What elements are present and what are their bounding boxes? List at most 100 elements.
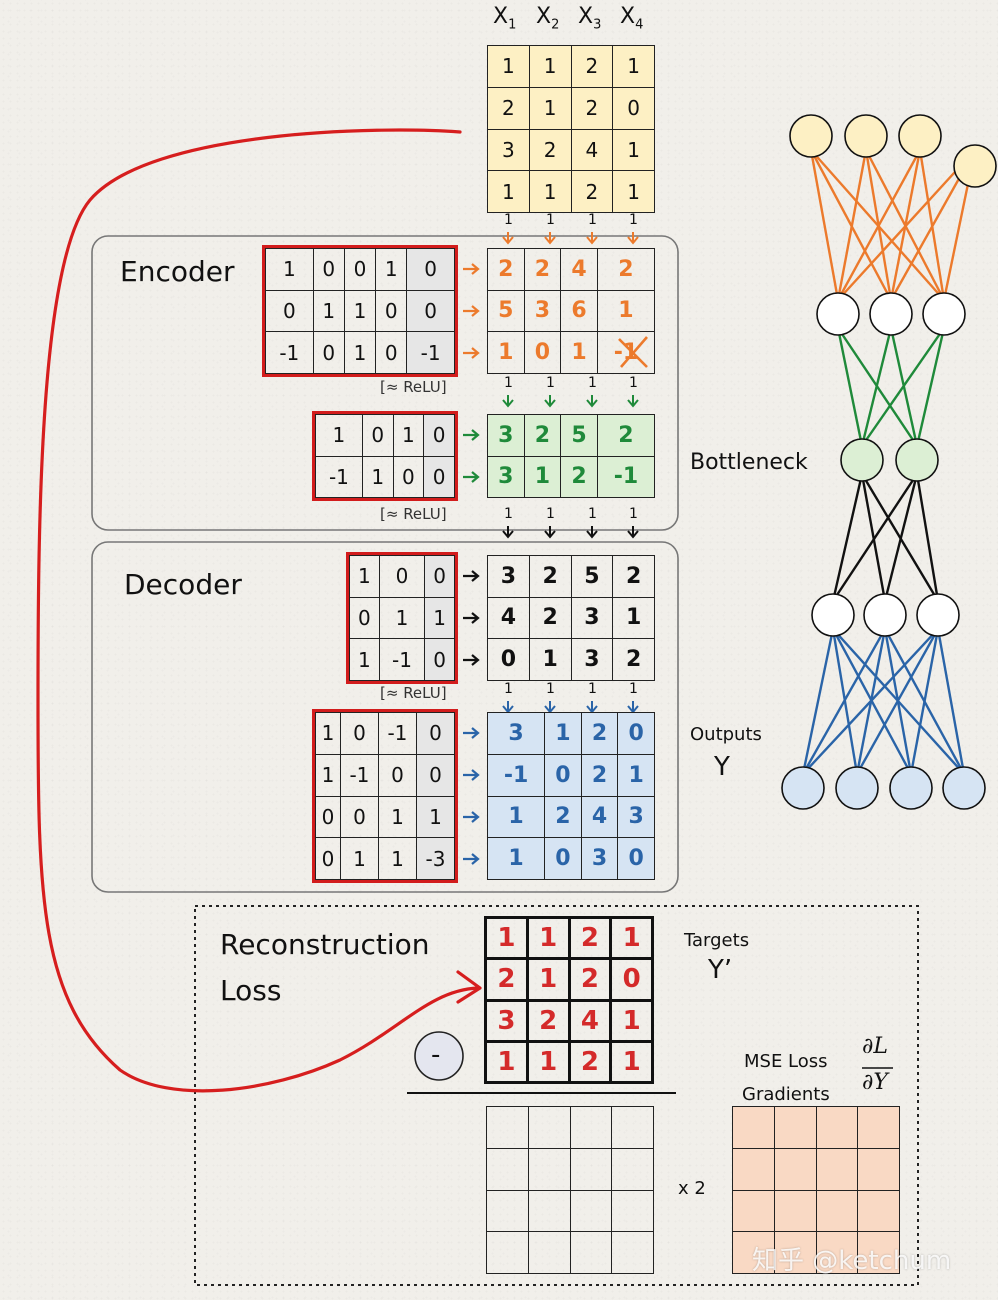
network-edge (809, 149, 840, 301)
relu-label-2: [≈ ReLU] (380, 505, 447, 523)
minus-symbol: - (431, 1040, 441, 1070)
matrix-cell: 1 (339, 837, 379, 880)
row-arrow (463, 811, 480, 823)
loop-arrow-head (456, 970, 482, 1004)
matrix-row (732, 1106, 900, 1149)
matrix-cell: 2 (567, 915, 613, 961)
row-arrow (463, 347, 480, 359)
network-edge (836, 149, 922, 301)
network-node (953, 144, 997, 188)
bias-arrow (544, 701, 556, 714)
bias-marker: 1 (546, 681, 555, 697)
relu-label-3: [≈ ReLU] (380, 684, 447, 702)
matrix-cell: 1 (343, 289, 377, 333)
matrix-cell: 4 (570, 128, 614, 172)
bias-arrow (586, 701, 598, 714)
matrix-cell: 2 (528, 128, 572, 172)
matrix-cell: 1 (528, 86, 572, 130)
derivative-denominator: ∂Y (862, 1070, 888, 1095)
matrix-cell: 0 (315, 837, 341, 880)
matrix-cell: 1 (612, 596, 655, 640)
matrix-cell: 3 (570, 638, 614, 681)
matrix-cell: 1 (487, 170, 530, 213)
matrix-cell: -1 (377, 712, 417, 755)
matrix-cell: 4 (560, 248, 598, 291)
targets-label: Targets (684, 930, 750, 951)
matrix-cell: 1 (609, 1039, 654, 1085)
matrix-cell: 0 (406, 289, 455, 333)
matrix-cell: 0 (375, 289, 408, 333)
matrix-cell: 0 (617, 837, 655, 880)
matrix-cell: 5 (570, 555, 614, 598)
matrix-cell (486, 1147, 529, 1191)
encoder-box (91, 235, 679, 531)
matrix-cell: 2 (570, 170, 614, 213)
matrix-row (486, 1189, 654, 1233)
matrix-cell (569, 1106, 613, 1149)
mse-loss-label: MSE Loss (744, 1051, 828, 1072)
matrix-cell (569, 1189, 613, 1233)
row-arrow (463, 471, 480, 483)
matrix-row (732, 1231, 900, 1274)
matrix-cell: 0 (544, 837, 582, 880)
matrix-cell: -1 (315, 455, 363, 498)
matrix-cell (732, 1106, 775, 1149)
matrix-cell: 0 (523, 331, 562, 374)
network-edge (861, 327, 945, 447)
matrix-cell (527, 1189, 571, 1233)
matrix-cell: 0 (375, 331, 408, 374)
bias-marker: 1 (504, 212, 513, 228)
matrix-cell: 1 (415, 795, 456, 839)
bias-marker: 1 (588, 681, 597, 697)
matrix-cell: 1 (525, 957, 571, 1002)
matrix-cell: 2 (560, 455, 598, 498)
matrix-cell: 1 (315, 712, 341, 755)
matrix-cell (857, 1147, 900, 1191)
matrix-cell: 1 (315, 753, 341, 797)
matrix-cell: 2 (487, 86, 530, 130)
bias-marker: 1 (504, 375, 513, 391)
matrix-cell: 0 (487, 638, 530, 681)
network-edge (860, 473, 887, 602)
matrix-cell: -1 (596, 455, 656, 498)
matrix-cell: 0 (406, 248, 455, 291)
matrix-cell: 2 (570, 45, 614, 88)
matrix-cell: 1 (484, 1039, 529, 1085)
bias-arrow (502, 701, 514, 714)
network-node (863, 593, 907, 637)
matrix-cell: 1 (596, 289, 656, 333)
row-arrow (463, 305, 480, 317)
matrix-cell: 1 (609, 915, 654, 961)
matrix-cell: 0 (415, 712, 456, 755)
matrix-cell: 1 (349, 555, 380, 598)
matrix-cell (486, 1106, 529, 1149)
network-diagram (781, 114, 997, 810)
matrix-cell: 1 (486, 795, 546, 839)
targets-symbol: Y’ (708, 955, 733, 985)
matrix-cell: 0 (343, 248, 377, 291)
network-node (922, 292, 966, 336)
matrix-cell: 1 (343, 331, 377, 374)
matrix-cell: 0 (612, 86, 655, 130)
bias-arrow (544, 526, 556, 539)
matrix-cell: 1 (265, 248, 314, 291)
matrix-cell: 1 (392, 414, 425, 457)
matrix-cell: 2 (580, 753, 619, 797)
bias-marker: 1 (588, 506, 597, 522)
matrix-cell (569, 1147, 613, 1191)
matrix-cell (569, 1231, 613, 1274)
network-edge (915, 473, 940, 602)
